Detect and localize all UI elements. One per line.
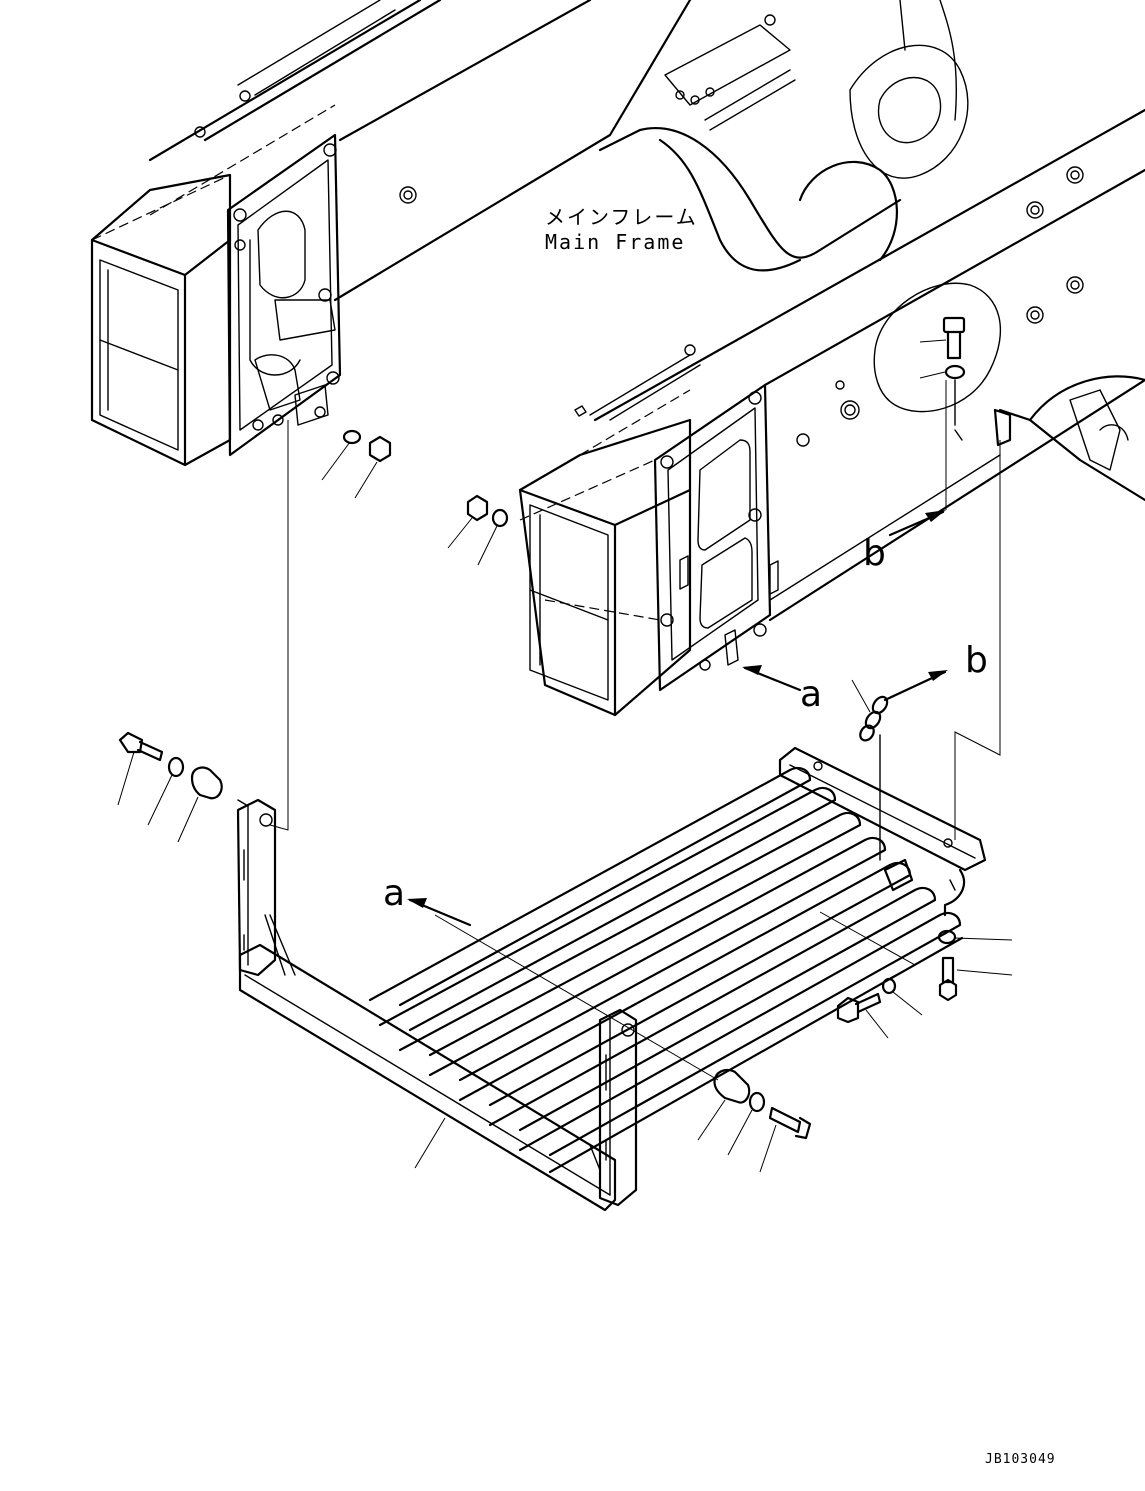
bolt-left — [118, 731, 144, 754]
washer-left — [167, 756, 185, 778]
collar-right — [713, 1068, 751, 1104]
arrow-b-lower — [928, 670, 948, 681]
nut-main-frame — [466, 494, 489, 522]
alignment-lines — [269, 380, 1001, 1169]
callout-a-upper: a — [800, 674, 822, 715]
bolt-right — [768, 1106, 802, 1134]
washer-vertical — [937, 929, 957, 945]
arrow-a-lower — [407, 898, 427, 908]
bolt-step-rear — [836, 996, 860, 1024]
arrow-a-upper — [742, 665, 762, 675]
bolt-detail-circle — [873, 282, 1002, 426]
chain — [851, 679, 889, 861]
callout-b-lower: b — [965, 640, 988, 681]
collar-left — [190, 766, 223, 800]
callout-a-lower: a — [383, 873, 405, 914]
washer-main-frame — [491, 508, 509, 528]
washer-upper-left — [342, 429, 362, 445]
bolt-head-detail — [942, 316, 966, 334]
callout-b-upper: b — [863, 533, 886, 574]
arrow-b-upper — [925, 510, 946, 522]
washer-detail — [944, 364, 966, 380]
main-frame — [518, 0, 1145, 717]
step-assembly — [236, 746, 987, 1212]
nut-upper-left — [368, 435, 392, 463]
frame-label: メインフレーム Main Frame — [545, 205, 698, 254]
washer-step-rear — [881, 977, 897, 995]
left-frame-member — [90, 0, 692, 467]
hardware — [117, 429, 1013, 1173]
frame-label-english: Main Frame — [545, 230, 685, 254]
frame-label-japanese: メインフレーム — [545, 205, 698, 229]
bolt-vertical — [938, 978, 958, 1002]
washer-right — [748, 1091, 766, 1113]
drawing-id: JB103049 — [985, 1452, 1056, 1467]
